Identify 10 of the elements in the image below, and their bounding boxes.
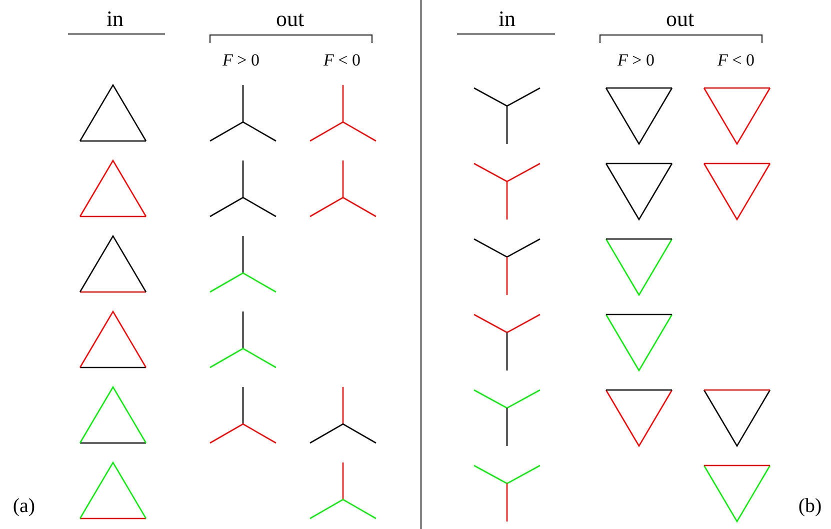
column-heading: in xyxy=(106,8,124,30)
column-heading: out xyxy=(276,8,304,30)
column-heading: out xyxy=(666,8,694,30)
panel-label: (a) xyxy=(12,496,36,516)
panel-label: (b) xyxy=(798,496,822,516)
condition-label: F < 0 xyxy=(718,52,754,68)
condition-label: F < 0 xyxy=(324,52,360,68)
condition-label: F > 0 xyxy=(222,52,260,68)
condition-label: F > 0 xyxy=(618,52,654,68)
column-heading: in xyxy=(498,8,516,30)
